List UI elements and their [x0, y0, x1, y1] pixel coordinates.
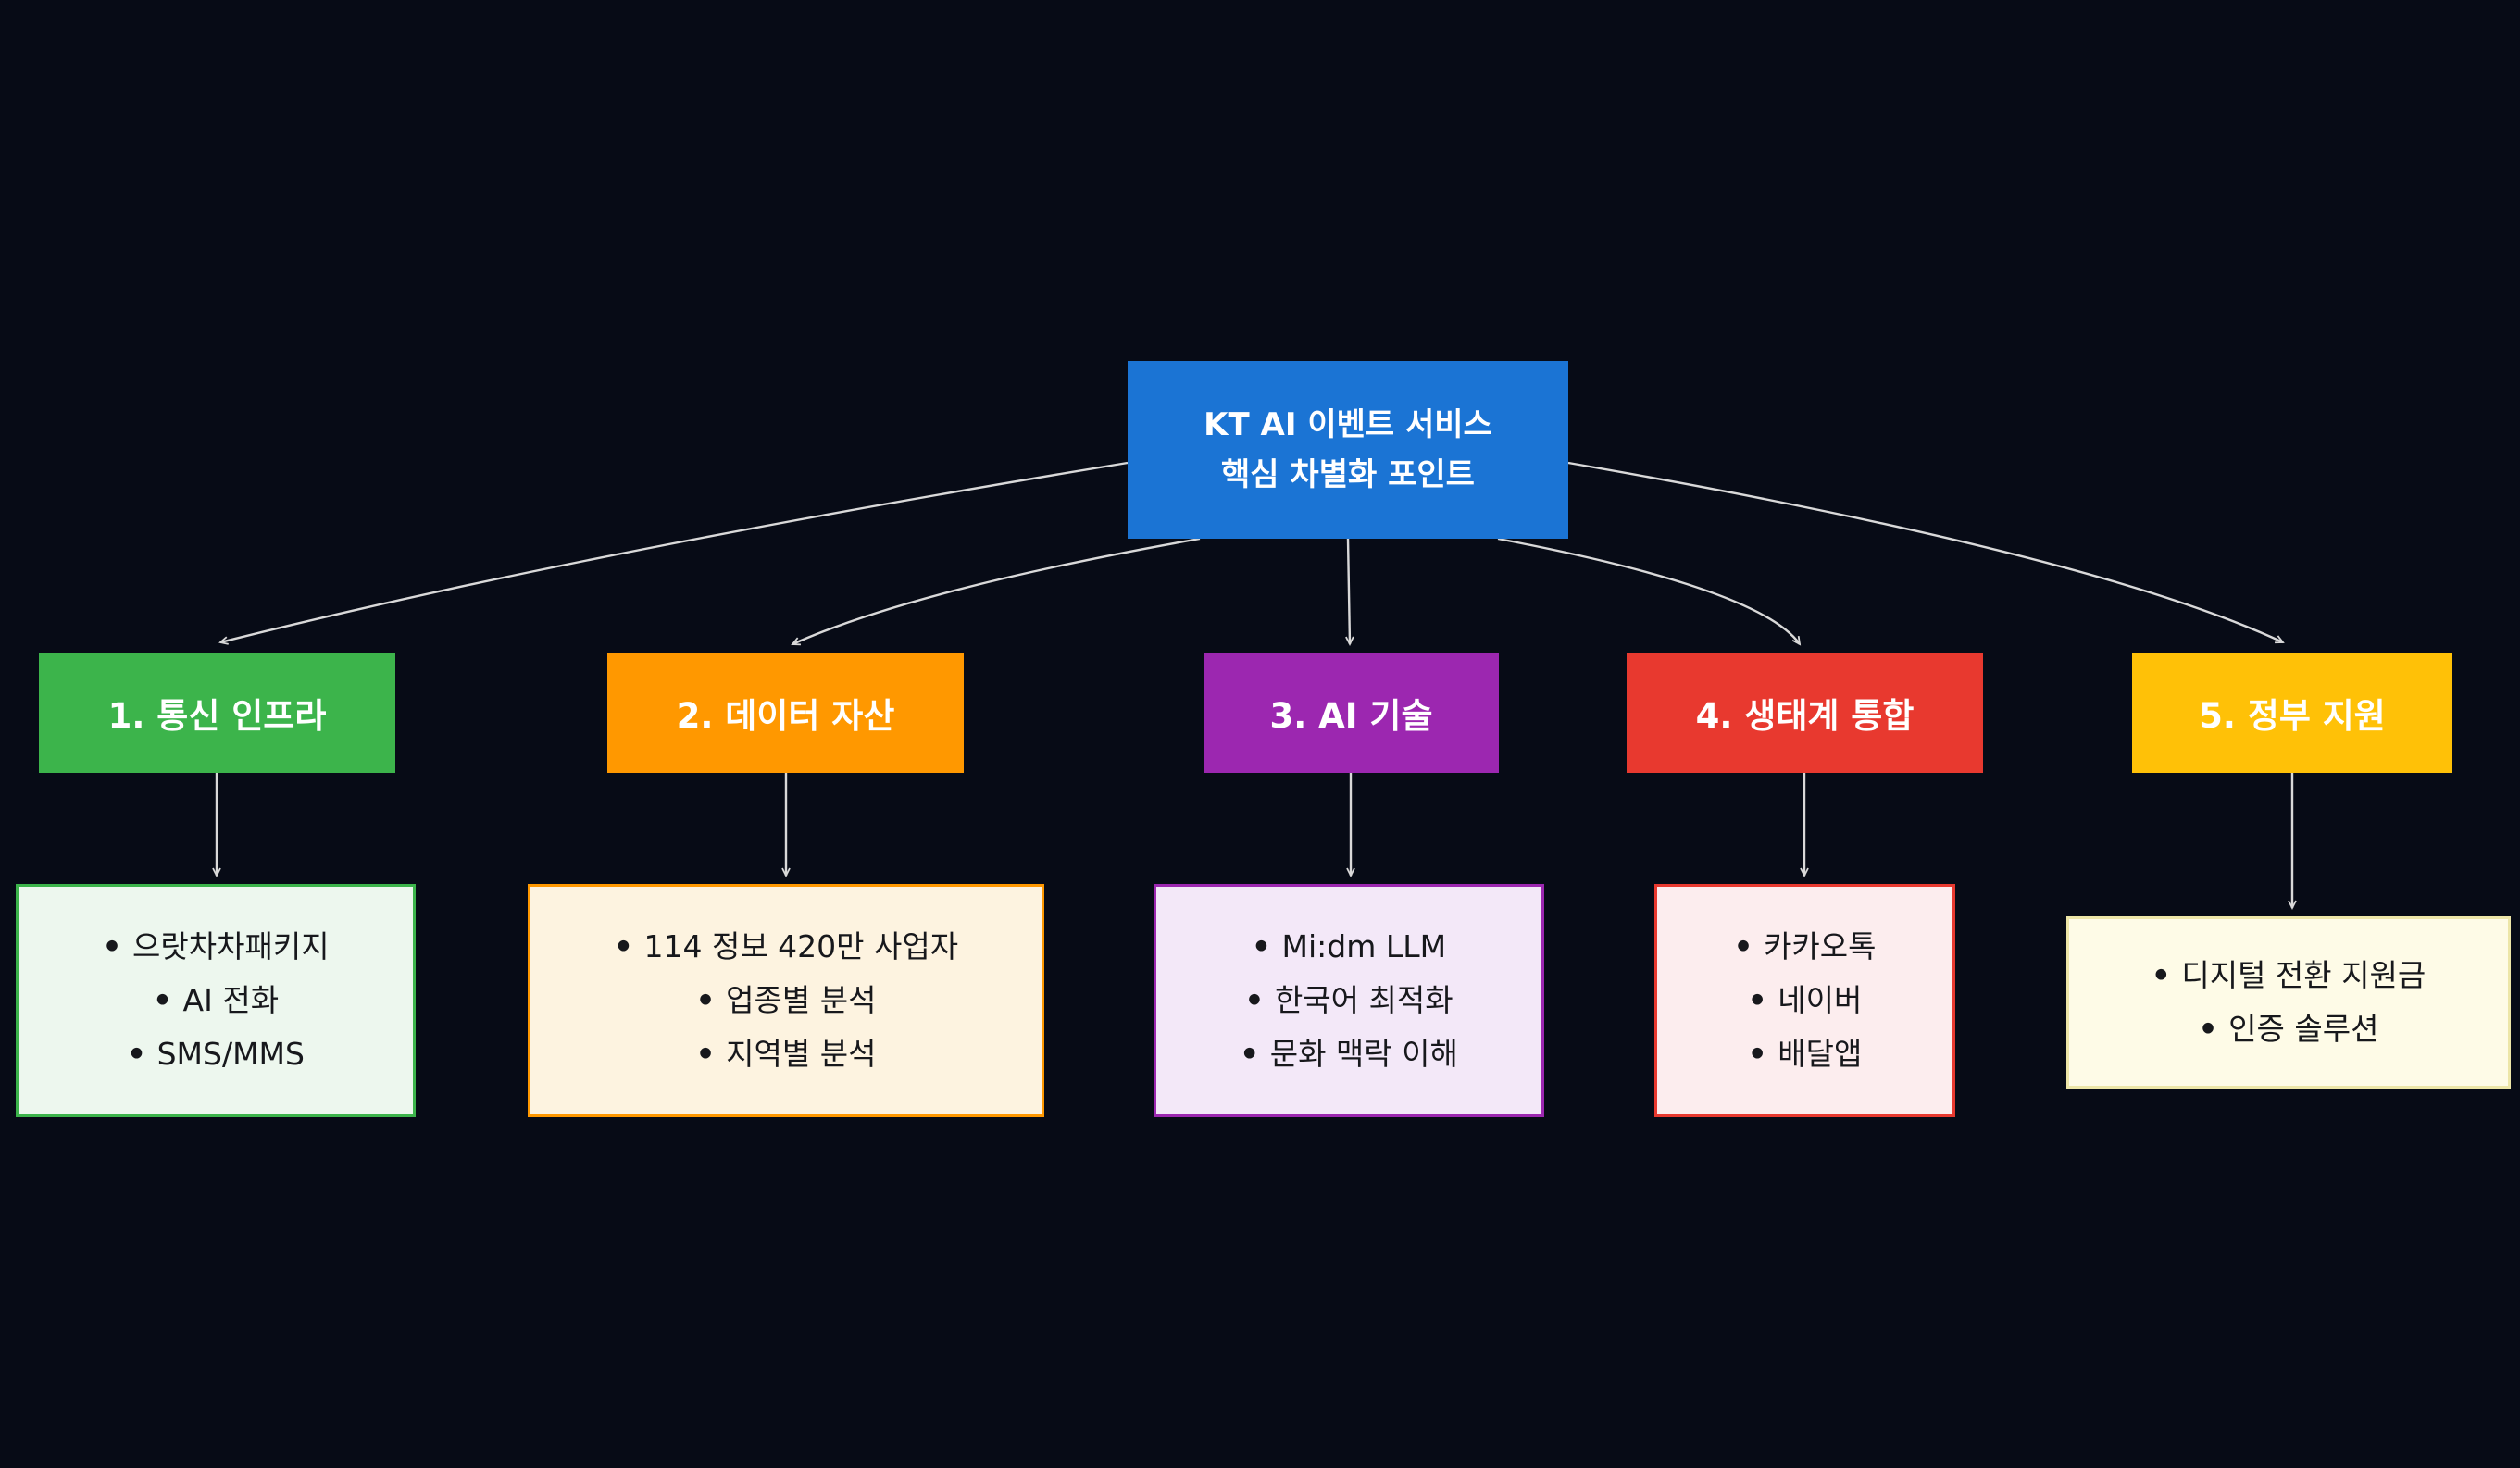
connector-root-to-branch-5 [1567, 461, 2285, 644]
detail-item: 디지털 전환 지원금 [2152, 949, 2426, 1002]
connector-root-to-branch-4 [1497, 537, 1802, 646]
branch-label: 5. 정부 지원 [2199, 696, 2386, 736]
detail-node-ecosystem-integration: 카카오톡 네이버 배달앱 [1654, 884, 1955, 1117]
branch-label: 4. 생태계 통합 [1695, 696, 1915, 736]
branch-node-telecom-infra: 1. 통신 인프라 [39, 653, 395, 773]
detail-item: 카카오톡 [1733, 920, 1876, 974]
detail-item: Mi:dm LLM [1240, 920, 1458, 974]
branch-node-ecosystem-integration: 4. 생태계 통합 [1627, 653, 1983, 773]
detail-list: Mi:dm LLM 한국어 최적화 문화 맥락 이해 [1240, 920, 1458, 1081]
detail-item: 문화 맥락 이해 [1240, 1027, 1458, 1081]
detail-node-data-assets: 114 정보 420만 사업자 업종별 분석 지역별 분석 [528, 884, 1044, 1117]
connector-root-to-branch-1 [218, 461, 1129, 645]
detail-item: 네이버 [1733, 974, 1876, 1027]
detail-item: 배달앱 [1733, 1027, 1876, 1081]
root-title-line2: 핵심 차별화 포인트 [1221, 456, 1475, 493]
connector-root-to-branch-2 [791, 537, 1201, 646]
detail-item: 114 정보 420만 사업자 [614, 920, 958, 974]
detail-item: 업종별 분석 [614, 974, 958, 1027]
branch-label: 2. 데이터 자산 [676, 696, 895, 736]
branch-label: 1. 통신 인프라 [107, 696, 327, 736]
branch-label: 3. AI 기술 [1269, 696, 1433, 736]
root-node: KT AI 이벤트 서비스 핵심 차별화 포인트 [1128, 361, 1568, 539]
connector-root-to-branch-3 [1345, 538, 1354, 647]
branch-node-data-assets: 2. 데이터 자산 [607, 653, 964, 773]
branch-node-ai-technology: 3. AI 기술 [1204, 653, 1499, 773]
detail-list: 114 정보 420만 사업자 업종별 분석 지역별 분석 [614, 920, 958, 1081]
branch-node-government-support: 5. 정부 지원 [2132, 653, 2452, 773]
detail-item: 한국어 최적화 [1240, 974, 1458, 1027]
detail-list: 디지털 전환 지원금 인증 솔루션 [2152, 949, 2426, 1056]
detail-list: 으랏차차패키지 AI 전화 SMS/MMS [102, 920, 330, 1081]
detail-node-telecom-infra: 으랏차차패키지 AI 전화 SMS/MMS [16, 884, 416, 1117]
detail-node-government-support: 디지털 전환 지원금 인증 솔루션 [2066, 916, 2511, 1089]
detail-item: 으랏차차패키지 [102, 920, 330, 974]
detail-item: 지역별 분석 [614, 1027, 958, 1081]
detail-item: SMS/MMS [102, 1027, 329, 1081]
root-title-line1: KT AI 이벤트 서비스 [1204, 405, 1492, 443]
detail-item: AI 전화 [102, 974, 329, 1027]
detail-item: 인증 솔루션 [2152, 1002, 2426, 1056]
detail-node-ai-technology: Mi:dm LLM 한국어 최적화 문화 맥락 이해 [1154, 884, 1544, 1117]
detail-list: 카카오톡 네이버 배달앱 [1733, 920, 1876, 1081]
